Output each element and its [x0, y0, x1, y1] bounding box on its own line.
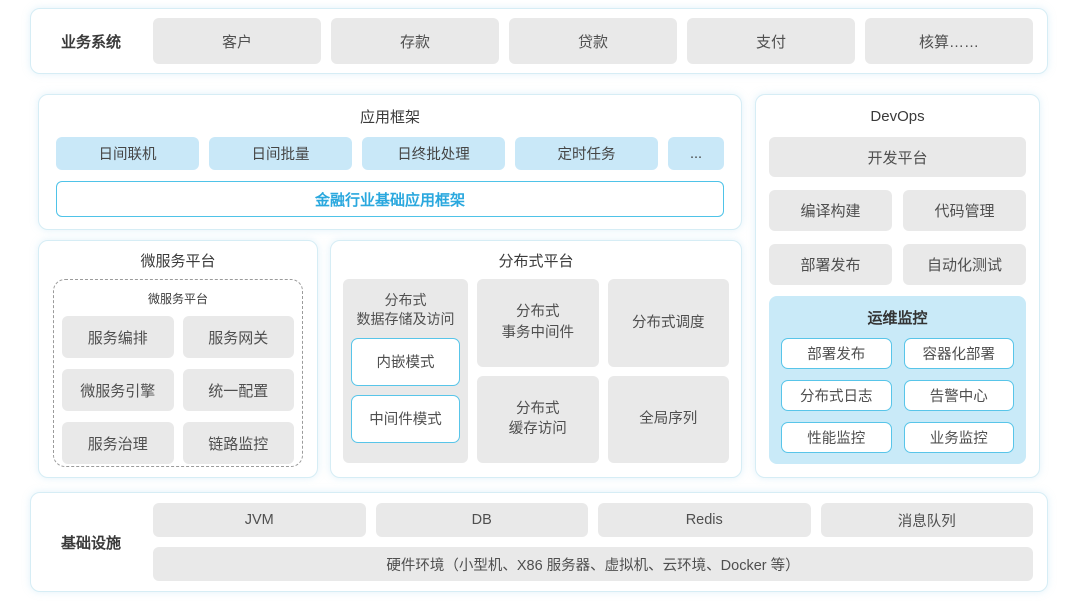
devops-box-code-mgmt: 代码管理 [903, 190, 1026, 231]
distributed-body: 分布式 数据存储及访问 内嵌模式 中间件模式 分布式 事务中间件 分布式 缓存访… [343, 279, 729, 463]
distributed-storage-label: 分布式 数据存储及访问 [351, 291, 460, 329]
devops-panel: DevOps 开发平台 编译构建 代码管理 部署发布 自动化测试 运维监控 部署… [755, 94, 1040, 478]
devops-title: DevOps [870, 108, 925, 125]
business-box-loan: 贷款 [509, 18, 677, 64]
storage-mode-embedded: 内嵌模式 [351, 337, 460, 386]
infrastructure-band: 基础设施 JVM DB Redis 消息队列 硬件环境（小型机、X86 服务器、… [30, 492, 1048, 592]
microservice-inner-box: 微服务平台 服务编排 服务网关 微服务引擎 统一配置 服务治理 链路监控 [53, 279, 303, 467]
devops-box-autotest: 自动化测试 [903, 244, 1026, 285]
cache-line2: 缓存访问 [508, 421, 567, 438]
hardware-environment-box: 硬件环境（小型机、X86 服务器、虚拟机、云环境、Docker 等） [153, 547, 1033, 581]
business-box-accounting: 核算…… [865, 18, 1033, 64]
distributed-transaction-box: 分布式 事务中间件 [477, 279, 599, 367]
micro-box-orchestration: 服务编排 [62, 316, 174, 358]
global-sequence-box: 全局序列 [607, 375, 729, 463]
distributed-scheduling-box: 分布式调度 [607, 279, 729, 367]
transaction-line2: 事务中间件 [501, 324, 575, 341]
af-box-eod-batch: 日终批处理 [362, 137, 505, 170]
af-box-scheduled-task: 定时任务 [515, 137, 658, 170]
ops-monitoring-title: 运维监控 [867, 310, 928, 327]
business-box-customer: 客户 [153, 18, 321, 64]
distributed-col-right: 分布式调度 全局序列 [607, 279, 729, 463]
devops-dev-platform-box: 开发平台 [769, 137, 1026, 177]
business-box-deposit: 存款 [331, 18, 499, 64]
devops-box-deploy: 部署发布 [769, 244, 892, 285]
storage-label-line1: 分布式 [384, 292, 427, 308]
ops-monitoring-panel: 运维监控 部署发布 容器化部署 分布式日志 告警中心 性能监控 业务监控 [769, 296, 1026, 464]
microservice-title: 微服务平台 [140, 253, 216, 270]
infra-box-jvm: JVM [153, 503, 366, 537]
distributed-title: 分布式平台 [498, 253, 574, 270]
infra-box-mq: 消息队列 [820, 503, 1033, 537]
micro-box-gateway: 服务网关 [182, 316, 294, 358]
transaction-line1: 分布式 [516, 304, 560, 321]
monitor-chip-alert-center: 告警中心 [903, 380, 1014, 411]
infrastructure-row: JVM DB Redis 消息队列 [153, 503, 1033, 537]
business-systems-label: 业务系统 [60, 33, 121, 51]
ops-monitoring-grid: 部署发布 容器化部署 分布式日志 告警中心 性能监控 业务监控 [781, 338, 1014, 453]
af-box-more: ... [668, 137, 724, 170]
infra-box-db: DB [375, 503, 588, 537]
devops-box-build: 编译构建 [769, 190, 892, 231]
distributed-panel: 分布式平台 分布式 数据存储及访问 内嵌模式 中间件模式 分布式 事务中间件 分… [330, 240, 742, 478]
app-framework-row: 日间联机 日间批量 日终批处理 定时任务 ... [56, 137, 724, 170]
microservice-inner-title: 微服务平台 [147, 292, 208, 306]
af-box-daytime-batch: 日间批量 [209, 137, 352, 170]
business-systems-band: 业务系统 客户 存款 贷款 支付 核算…… [30, 8, 1048, 74]
storage-label-line2: 数据存储及访问 [356, 310, 455, 327]
monitor-chip-deploy: 部署发布 [781, 338, 892, 369]
monitor-chip-distributed-log: 分布式日志 [781, 380, 892, 411]
business-box-payment: 支付 [687, 18, 855, 64]
infra-box-redis: Redis [598, 503, 811, 537]
monitor-chip-performance: 性能监控 [781, 422, 892, 453]
micro-box-config: 统一配置 [182, 369, 294, 411]
app-framework-title: 应用框架 [359, 109, 420, 126]
cache-line1: 分布式 [516, 400, 560, 417]
distributed-col-middle: 分布式 事务中间件 分布式 缓存访问 [477, 279, 599, 463]
microservice-grid: 服务编排 服务网关 微服务引擎 统一配置 服务治理 链路监控 [60, 316, 296, 464]
finance-base-framework-box: 金融行业基础应用框架 [56, 181, 724, 217]
infrastructure-boxes: JVM DB Redis 消息队列 硬件环境（小型机、X86 服务器、虚拟机、云… [153, 503, 1033, 581]
distributed-storage-box: 分布式 数据存储及访问 内嵌模式 中间件模式 [343, 279, 468, 463]
micro-box-tracing: 链路监控 [182, 422, 294, 464]
infrastructure-label: 基础设施 [60, 534, 121, 552]
distributed-cache-box: 分布式 缓存访问 [477, 375, 599, 463]
monitor-chip-container-deploy: 容器化部署 [903, 338, 1014, 369]
devops-grid: 编译构建 代码管理 部署发布 自动化测试 [769, 190, 1026, 285]
af-box-daytime-online: 日间联机 [56, 137, 199, 170]
monitor-chip-business: 业务监控 [903, 422, 1014, 453]
micro-box-governance: 服务治理 [62, 422, 174, 464]
business-systems-boxes: 客户 存款 贷款 支付 核算…… [153, 18, 1033, 64]
micro-box-engine: 微服务引擎 [62, 369, 174, 411]
storage-mode-middleware: 中间件模式 [351, 394, 460, 443]
app-framework-panel: 应用框架 日间联机 日间批量 日终批处理 定时任务 ... 金融行业基础应用框架 [38, 94, 742, 230]
microservice-panel: 微服务平台 微服务平台 服务编排 服务网关 微服务引擎 统一配置 服务治理 链路… [38, 240, 318, 478]
